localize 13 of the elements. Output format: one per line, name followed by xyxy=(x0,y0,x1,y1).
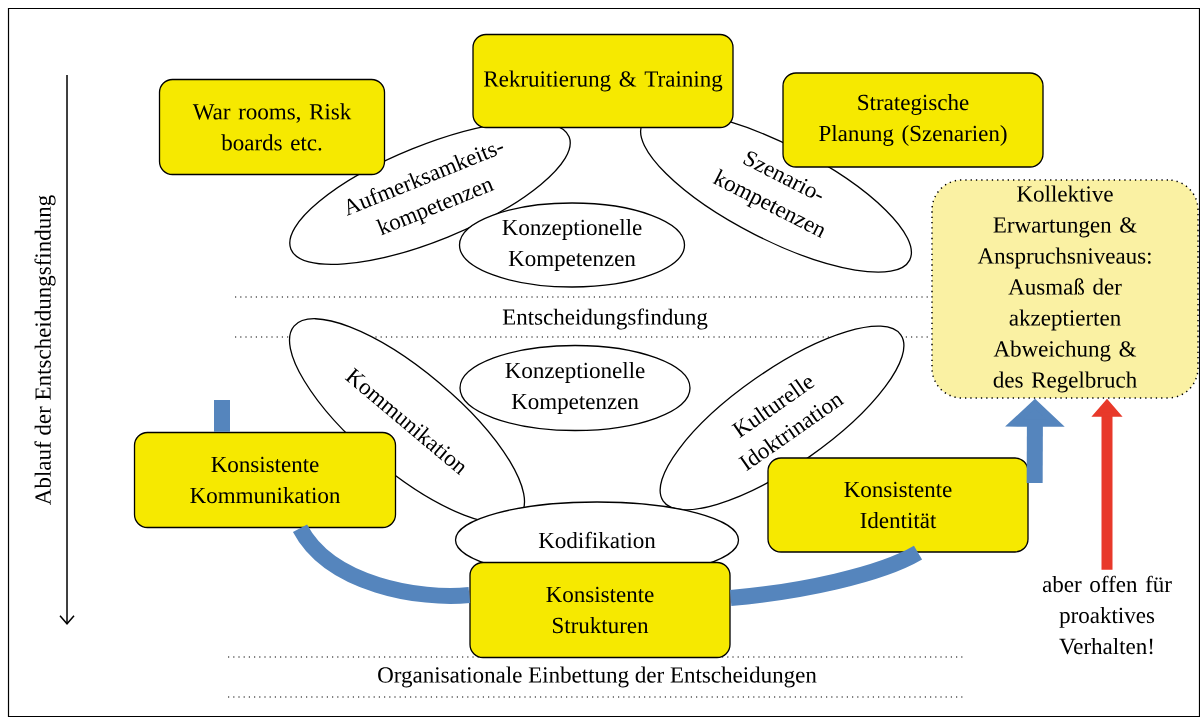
ribbon-segment xyxy=(729,545,922,606)
dotted-box: Kollektive Erwartungen & Anspruchsniveaus: Ausmaß der akzeptierten Abweichung & des Regelbruch xyxy=(931,179,1199,399)
rounded-box: War rooms, Risk boards etc. xyxy=(158,78,386,176)
rounded-box: Konsistente Identität xyxy=(767,457,1029,553)
rounded-box: Konsistente Strukturen xyxy=(469,561,731,659)
ribbon-segment xyxy=(214,400,230,432)
rounded-box: Strategische Planung (Szenarien) xyxy=(782,72,1044,168)
note-text: aber offen für proaktives Verhalten! xyxy=(1042,575,1172,655)
rounded-box: Konsistente Kommunikation xyxy=(133,431,397,529)
ribbon-segment xyxy=(293,523,470,604)
label-text: Ablauf der Entscheidungsfindung xyxy=(34,195,56,505)
oval: Konzeptionelle Kompetenzen xyxy=(459,344,691,432)
rounded-box: Rekruitierung & Training xyxy=(472,33,734,129)
